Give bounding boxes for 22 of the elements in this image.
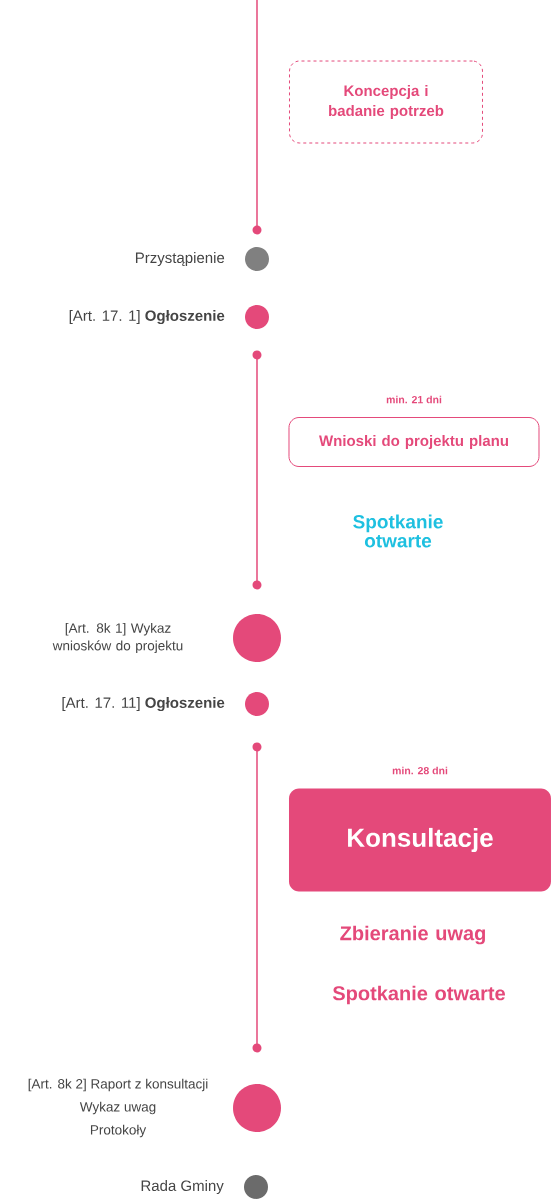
step-label: [Art. 17. 1] Ogłoszenie bbox=[69, 310, 225, 325]
dashed-box: Koncepcja i badanie potrzeb bbox=[289, 60, 483, 144]
duration-label: min. 28 dni bbox=[392, 766, 448, 775]
step-label: Przystąpienie bbox=[136, 252, 225, 266]
step-label: [Art. 8k 1] Wykaz wniosków do projektu bbox=[52, 622, 183, 654]
step-label: Protokoły bbox=[90, 1124, 147, 1138]
step-label: Wykaz uwag bbox=[79, 1101, 156, 1115]
method-label: Spotkanie otwarte bbox=[353, 514, 443, 548]
step-label: [Art. 8k 2] Raport z konsultacji bbox=[28, 1078, 208, 1092]
stage-box: Konsultacje bbox=[289, 788, 551, 892]
timeline-dot bbox=[233, 614, 281, 662]
method-label: Zbieranie uwag bbox=[340, 925, 485, 945]
step-label: [Art. 17. 11] Ogłoszenie bbox=[62, 697, 225, 712]
timeline-dot bbox=[245, 247, 269, 271]
timeline-dot bbox=[233, 1084, 281, 1132]
timeline-dot bbox=[245, 305, 269, 329]
stage-box: Wnioski do projektu planu bbox=[288, 417, 540, 467]
timeline-dot bbox=[245, 692, 269, 716]
step-label: Rada Gminy bbox=[141, 1180, 224, 1194]
timeline-dot bbox=[244, 1175, 268, 1199]
duration-label: min. 21 dni bbox=[386, 395, 442, 404]
method-label: Spotkanie otwarte bbox=[332, 985, 505, 1005]
